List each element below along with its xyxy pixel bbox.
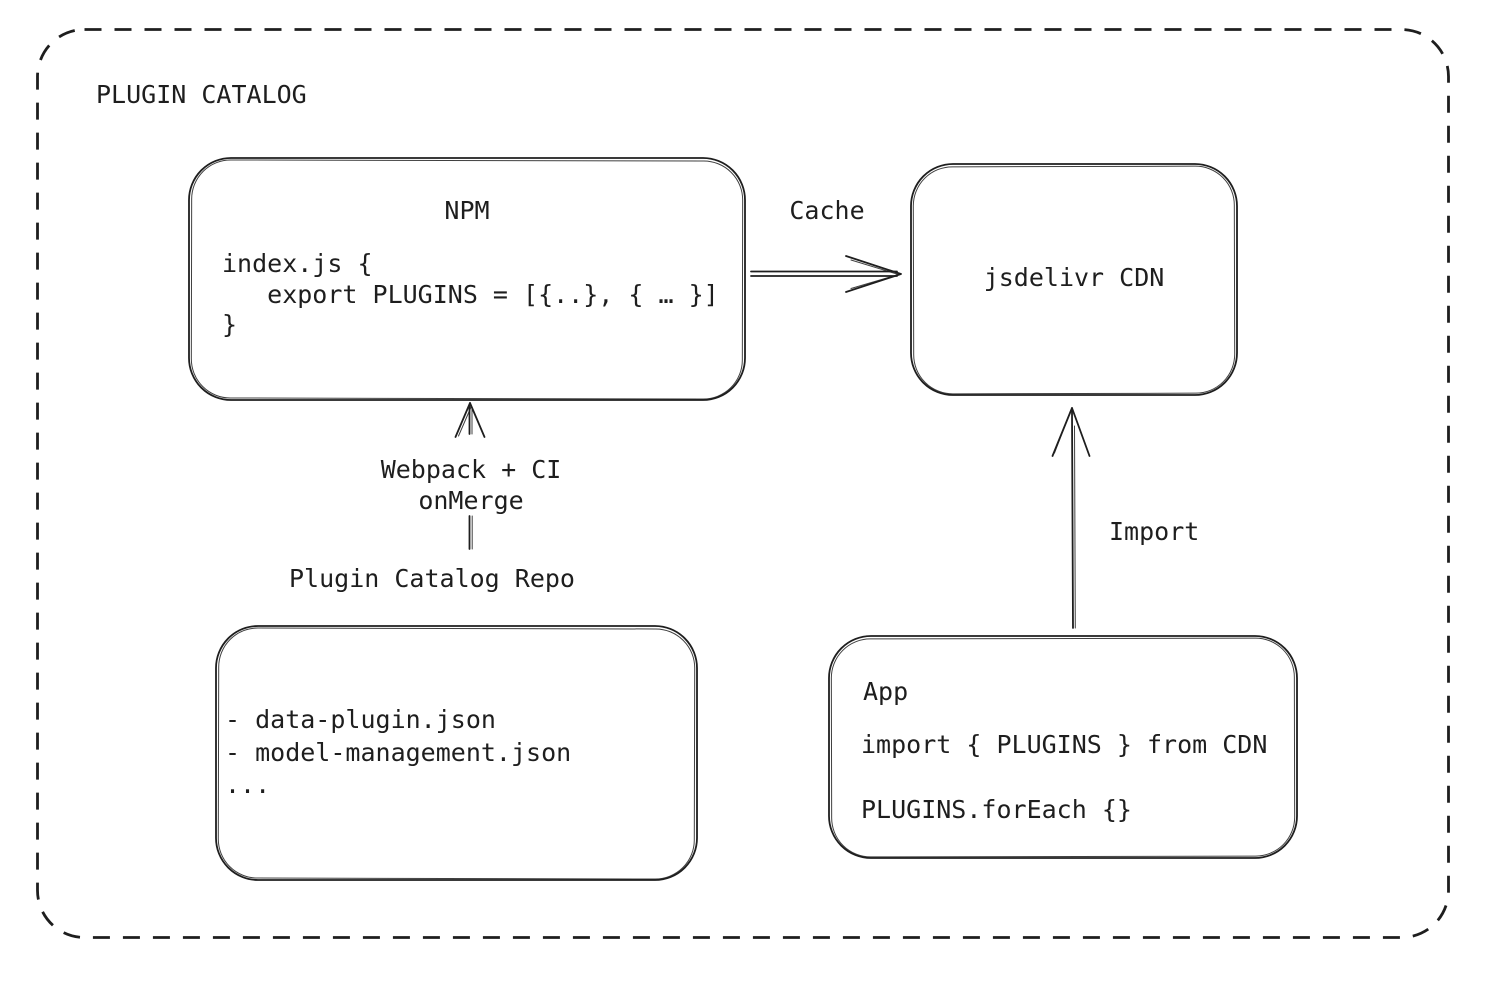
build-arrow	[454, 402, 486, 550]
app-box	[828, 635, 1298, 859]
app-foreach-line: PLUGINS.forEach {}	[861, 795, 1132, 824]
cdn-box	[910, 163, 1238, 396]
diagram-title: PLUGIN CATALOG	[96, 80, 307, 109]
import-arrow	[1051, 407, 1091, 629]
import-arrow-label: Import	[1109, 517, 1200, 546]
repo-box	[215, 625, 698, 881]
cache-arrow-label: Cache	[789, 196, 865, 225]
app-import-line: import { PLUGINS } from CDN	[861, 730, 1268, 759]
build-arrow-label: Webpack + CI onMerge	[380, 455, 562, 515]
npm-box	[188, 157, 746, 401]
repo-box-label: Plugin Catalog Repo	[289, 564, 575, 593]
npm-code-snippet: index.js { export PLUGINS = [{..}, { … }…	[222, 249, 719, 339]
app-box-title: App	[863, 677, 909, 706]
npm-box-title: NPM	[444, 196, 490, 225]
cache-arrow	[750, 255, 902, 293]
cdn-box-title: jsdelivr CDN	[983, 263, 1165, 292]
repo-file-list: - data-plugin.json - model-management.js…	[225, 705, 572, 799]
